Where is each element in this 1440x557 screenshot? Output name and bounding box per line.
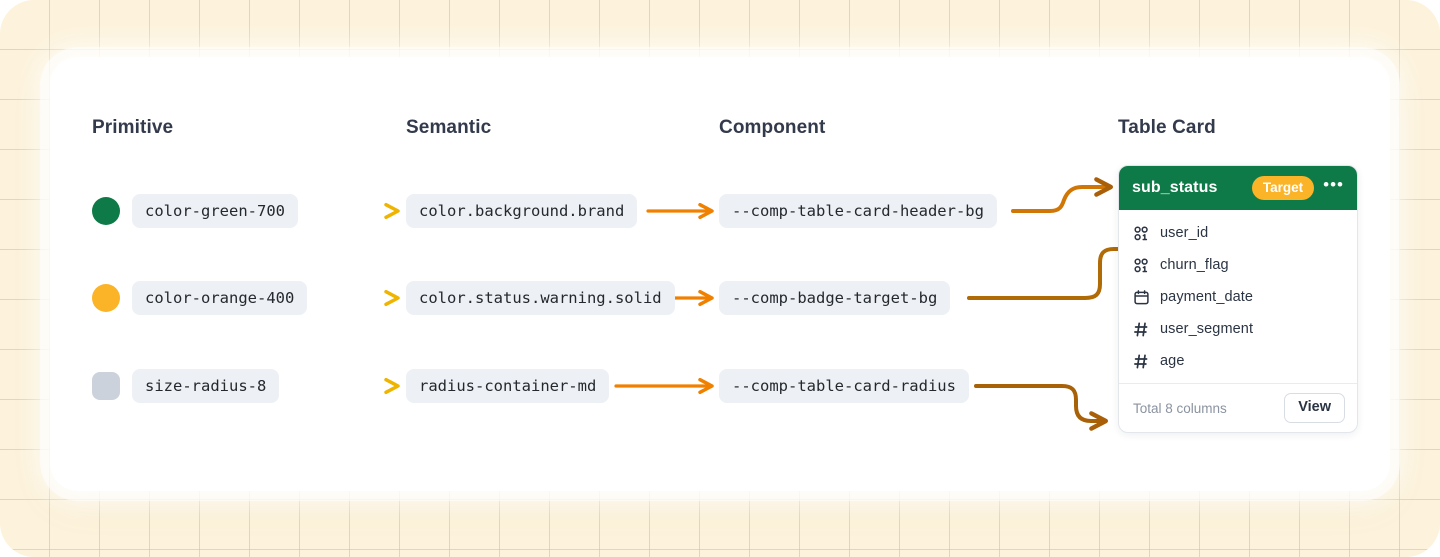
table-card-footer: Total 8 columns View (1119, 383, 1357, 432)
view-button[interactable]: View (1284, 393, 1345, 423)
column-header-primitive: Primitive (92, 117, 174, 138)
calendar-icon (1132, 288, 1150, 306)
list-item[interactable]: churn_flag (1119, 249, 1357, 281)
table-card-header: sub_status Target ••• (1119, 166, 1357, 210)
column-name: user_segment (1160, 321, 1254, 337)
column-header-table-card: Table Card (1118, 117, 1216, 138)
status-badge-target: Target (1251, 176, 1315, 200)
orange-swatch (92, 284, 120, 312)
column-name: payment_date (1160, 289, 1254, 305)
table-card-column-list: user_id churn_flag (1119, 210, 1357, 383)
component-token-chip[interactable]: --comp-badge-target-bg (719, 281, 951, 315)
key-id-icon (1132, 256, 1150, 274)
primitive-token-chip[interactable]: size-radius-8 (132, 369, 280, 403)
column-name: user_id (1160, 225, 1209, 241)
more-options-icon[interactable]: ••• (1323, 175, 1344, 194)
semantic-token-chip[interactable]: color.status.warning.solid (406, 281, 675, 315)
table-card: sub_status Target ••• user_id (1118, 165, 1358, 433)
column-name: age (1160, 353, 1185, 369)
list-item[interactable]: user_segment (1119, 313, 1357, 345)
list-item[interactable]: age (1119, 345, 1357, 377)
radius-swatch (92, 372, 120, 400)
column-name: churn_flag (1160, 257, 1229, 273)
hash-icon (1132, 320, 1150, 338)
semantic-token-chip[interactable]: color.background.brand (406, 194, 638, 228)
column-header-semantic: Semantic (406, 117, 492, 138)
component-token-chip[interactable]: --comp-table-card-radius (719, 369, 969, 403)
column-header-component: Component (719, 117, 826, 138)
primitive-token-chip[interactable]: color-orange-400 (132, 281, 308, 315)
green-swatch (92, 197, 120, 225)
primitive-token-chip[interactable]: color-green-700 (132, 194, 298, 228)
list-item[interactable]: payment_date (1119, 281, 1357, 313)
component-token-chip[interactable]: --comp-table-card-header-bg (719, 194, 997, 228)
key-id-icon (1132, 224, 1150, 242)
list-item[interactable]: user_id (1119, 217, 1357, 249)
hash-icon (1132, 352, 1150, 370)
semantic-token-chip[interactable]: radius-container-md (406, 369, 610, 403)
total-columns-label: Total 8 columns (1133, 400, 1227, 416)
table-card-title: sub_status (1132, 179, 1218, 196)
